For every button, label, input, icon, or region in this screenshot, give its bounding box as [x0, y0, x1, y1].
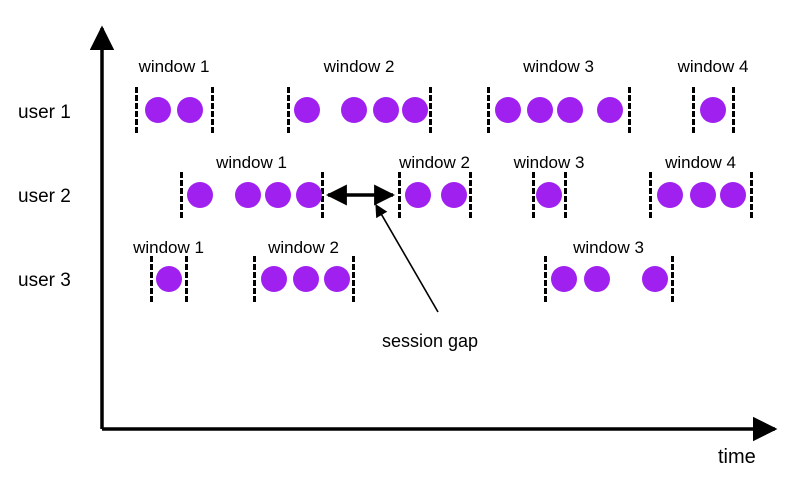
window-bracket-left	[134, 87, 138, 133]
x-axis-label: time	[718, 446, 756, 468]
window-bracket-right	[563, 172, 567, 218]
event-dot	[642, 266, 668, 292]
event-dot	[293, 266, 319, 292]
window-bracket-right	[428, 87, 432, 133]
window-bracket-left	[531, 172, 535, 218]
row-label-user-3: user 3	[18, 270, 71, 291]
window-label: window 3	[523, 57, 594, 76]
window-bracket-right	[670, 256, 674, 302]
event-dot	[373, 97, 399, 123]
event-dot	[341, 97, 367, 123]
window-bracket-right	[749, 172, 753, 218]
event-dot	[700, 97, 726, 123]
window-bracket-left	[691, 87, 695, 133]
event-dot	[294, 97, 320, 123]
event-dot	[536, 182, 562, 208]
window-bracket-right	[468, 172, 472, 218]
event-dot	[441, 182, 467, 208]
window-bracket-right	[210, 87, 214, 133]
window-label: window 1	[216, 153, 287, 172]
event-dot	[145, 97, 171, 123]
window-label: window 3	[513, 153, 585, 172]
window-bracket-right	[184, 256, 188, 302]
window-label: window 2	[268, 238, 339, 257]
event-dot	[551, 266, 577, 292]
window-label: window 4	[665, 153, 736, 172]
window-bracket-left	[397, 172, 401, 218]
event-dot	[187, 182, 213, 208]
row-label-user-2: user 2	[18, 186, 71, 207]
window-bracket-right	[731, 87, 735, 133]
window-label: window 1	[138, 57, 210, 76]
event-dot	[527, 97, 553, 123]
event-dot	[261, 266, 287, 292]
event-dot	[324, 266, 350, 292]
event-dot	[235, 182, 261, 208]
event-dot	[597, 97, 623, 123]
window-bracket-left	[543, 256, 547, 302]
event-dot	[177, 97, 203, 123]
event-dot	[720, 182, 746, 208]
event-dot	[584, 266, 610, 292]
event-dot	[557, 97, 583, 123]
window-bracket-right	[351, 256, 355, 302]
window-bracket-left	[252, 256, 256, 302]
window-bracket-left	[149, 256, 153, 302]
event-dot	[405, 182, 431, 208]
event-dot	[402, 97, 428, 123]
window-bracket-left	[179, 172, 183, 218]
session-gap-label: session gap	[381, 331, 479, 351]
window-bracket-left	[286, 87, 290, 133]
window-label: window 3	[573, 238, 644, 257]
window-bracket-left	[648, 172, 652, 218]
window-label: window 2	[323, 57, 395, 76]
event-dot	[690, 182, 716, 208]
event-dot	[495, 97, 521, 123]
session-gap-pointer-arrow	[375, 203, 439, 313]
row-label-user-1: user 1	[18, 102, 71, 123]
event-dot	[156, 266, 182, 292]
window-label: window 4	[677, 57, 749, 76]
window-bracket-right	[320, 172, 324, 218]
window-bracket-right	[627, 87, 631, 133]
event-dot	[265, 182, 291, 208]
window-label: window 1	[133, 238, 204, 257]
event-dot	[657, 182, 683, 208]
event-dot	[296, 182, 322, 208]
window-label: window 2	[399, 153, 470, 172]
window-bracket-left	[486, 87, 490, 133]
